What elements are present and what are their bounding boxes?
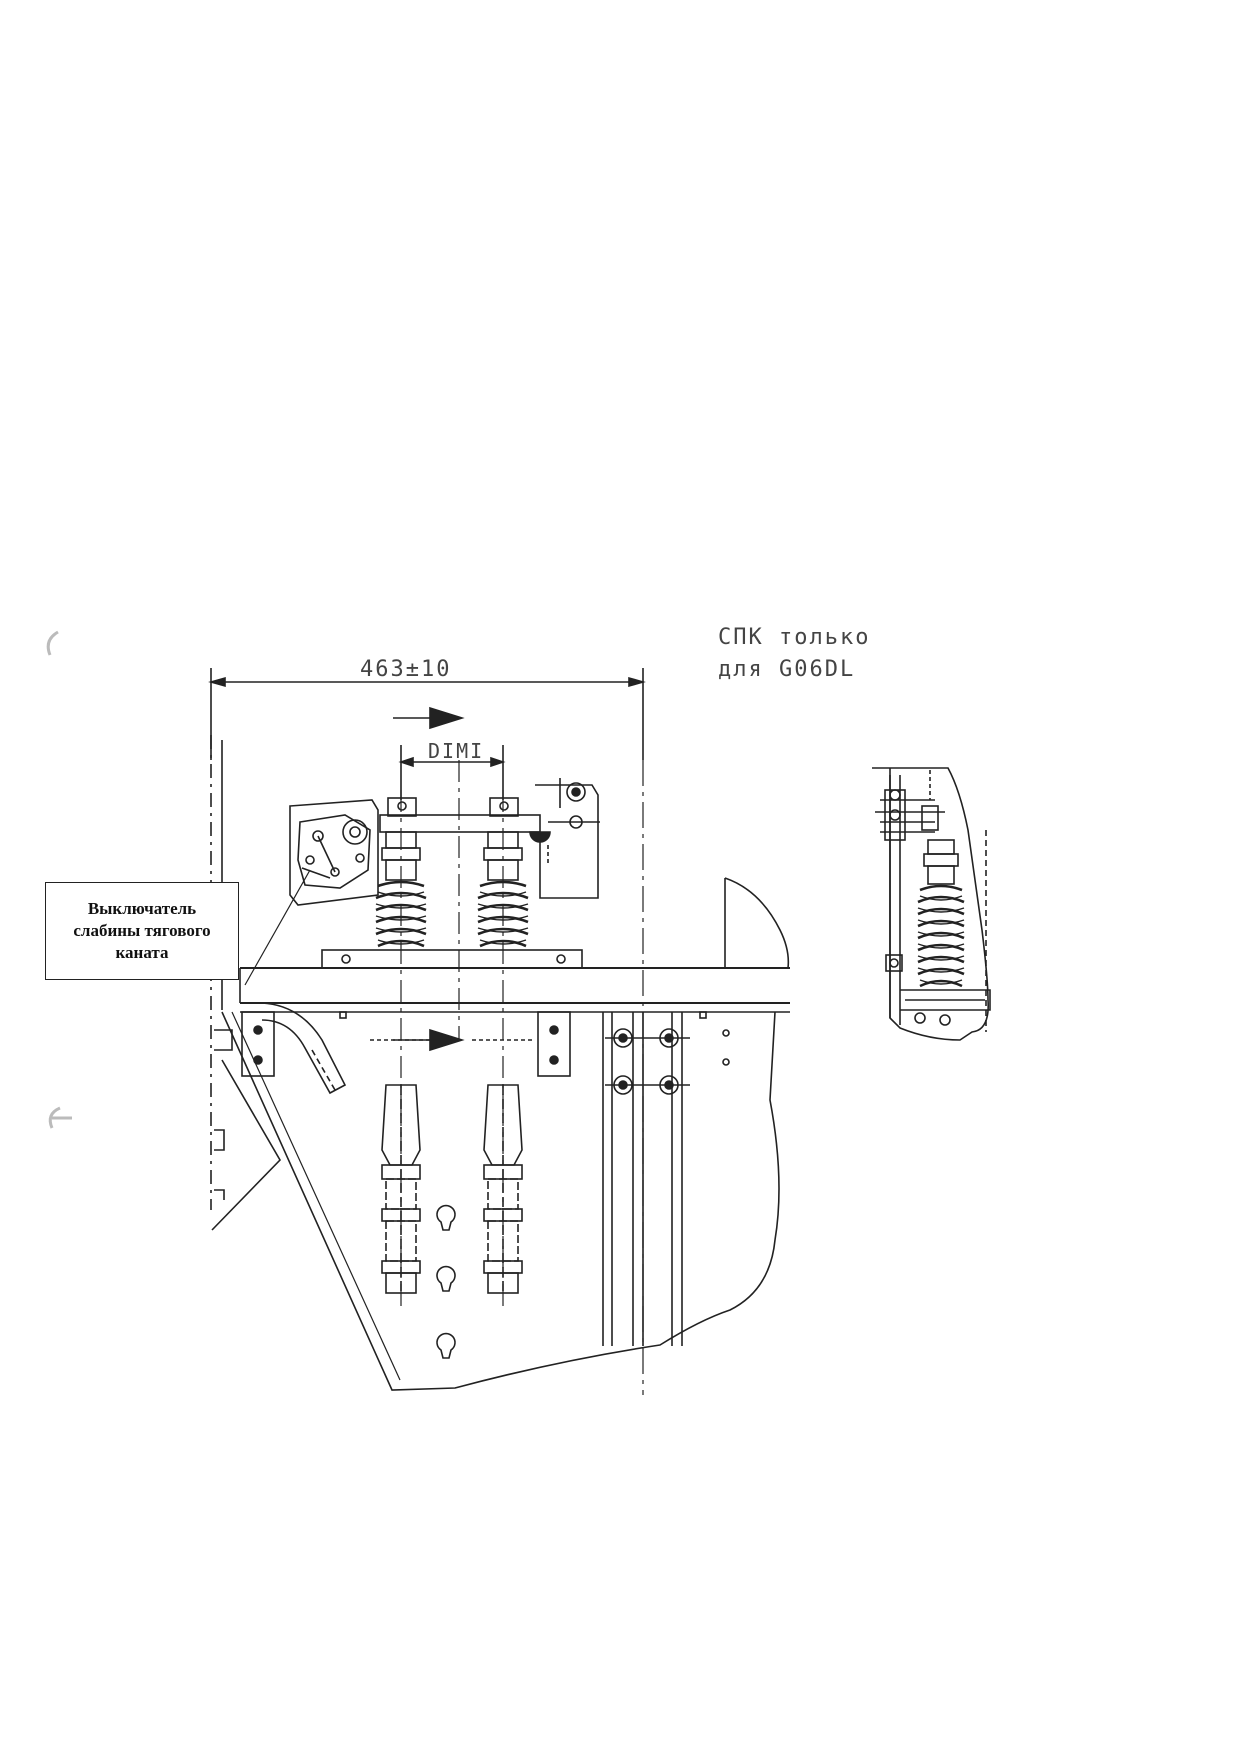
rope-socket-right [483, 1084, 523, 1294]
spring-right [477, 831, 529, 948]
spring-bar [379, 814, 541, 833]
note-line-1: СПК только [718, 625, 870, 650]
callout-leader [244, 869, 311, 986]
callout-box: Выключатель слабины тягового каната [45, 882, 239, 980]
rope-bend [261, 1002, 347, 1095]
note-line-2: для G06DL [718, 657, 855, 682]
callout-line-3: каната [115, 943, 169, 962]
rope-socket-left [381, 1084, 421, 1294]
binder-mark-top [46, 630, 59, 656]
right-clamp-block [537, 1011, 571, 1077]
callout-line-2: слабины тягового [73, 921, 211, 940]
dimension-inner-label: DIMI [428, 739, 484, 763]
spring-base-plate [321, 949, 583, 969]
callout-line-1: Выключатель [87, 899, 197, 918]
switch-mounting-plate [289, 799, 379, 906]
crosshead-beam [239, 967, 790, 1013]
side-view [872, 767, 991, 1041]
guide-bolts [605, 1028, 690, 1095]
binder-mark-bottom [48, 1106, 72, 1129]
direction-arrow-top [393, 706, 465, 730]
keyhole-slots [436, 1204, 456, 1359]
inner-diagonal [211, 1059, 281, 1231]
spring-left [375, 831, 427, 948]
slack-rope-switch [297, 814, 371, 889]
stop-hemisphere [529, 831, 551, 843]
guide-rail [602, 1012, 683, 1346]
dimension-overall-label: 463±10 [360, 657, 451, 682]
crosshead-plate-outline [221, 1011, 780, 1391]
